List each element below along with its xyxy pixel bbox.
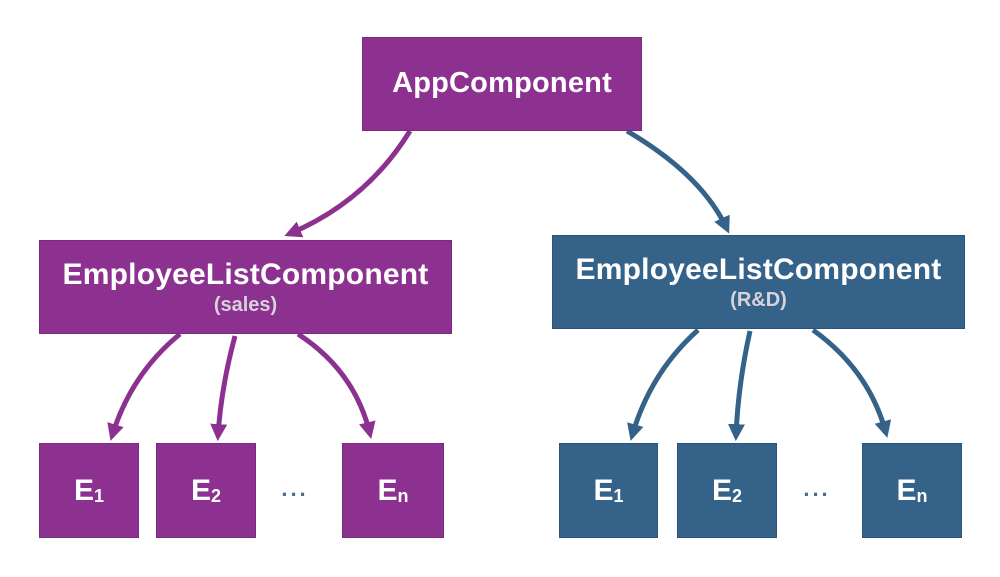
employee-node-sales-e2: E2 [156, 443, 256, 538]
employee-node-rnd-e2: E2 [677, 443, 777, 538]
edge-sales-to-e2 [210, 335, 238, 442]
employee-list-sales-node: EmployeeListComponent (sales) [39, 240, 452, 334]
employee-node-rnd-e1: E1 [559, 443, 658, 538]
employee-subscript: 1 [613, 485, 624, 506]
employee-base: E [711, 473, 732, 507]
employee-list-rnd-title: EmployeeListComponent [575, 252, 942, 286]
employee-base: E [377, 473, 398, 507]
employee-list-rnd-subtitle: (R&D) [730, 289, 787, 312]
employee-label: E2 [712, 474, 742, 508]
employee-list-rnd-node: EmployeeListComponent (R&D) [552, 235, 965, 329]
ellipsis-sales: ... [281, 476, 309, 501]
edge-rnd-to-e2 [727, 330, 753, 442]
employee-base: E [593, 473, 614, 507]
employee-label: E2 [191, 474, 221, 508]
edge-sales-to-en [296, 331, 376, 439]
edge-rnd-to-en [811, 327, 892, 438]
app-component-label: AppComponent [392, 67, 612, 100]
employee-label: E1 [593, 474, 623, 508]
employee-subscript: 1 [94, 485, 105, 506]
employee-subscript: 2 [211, 485, 222, 506]
employee-subscript: n [397, 485, 409, 506]
employee-subscript: n [916, 485, 928, 506]
employee-label: E1 [74, 474, 104, 508]
employee-node-sales-e1: E1 [39, 443, 139, 538]
employee-base: E [73, 473, 94, 507]
employee-node-rnd-en: En [862, 443, 962, 538]
app-component-node: AppComponent [362, 37, 642, 131]
employee-label: En [377, 474, 408, 508]
employee-base: E [190, 473, 211, 507]
edge-app-to-rnd [625, 128, 730, 234]
edge-app-to-sales [284, 129, 413, 238]
edge-rnd-to-e1 [627, 328, 700, 441]
employee-base: E [896, 473, 917, 507]
employee-list-sales-subtitle: (sales) [213, 294, 278, 317]
edge-sales-to-e1 [107, 332, 182, 441]
employee-subscript: 2 [732, 485, 743, 506]
ellipsis-rnd: ... [803, 476, 831, 501]
employee-node-sales-en: En [342, 443, 444, 538]
employee-label: En [896, 474, 927, 508]
employee-list-sales-title: EmployeeListComponent [62, 257, 429, 291]
